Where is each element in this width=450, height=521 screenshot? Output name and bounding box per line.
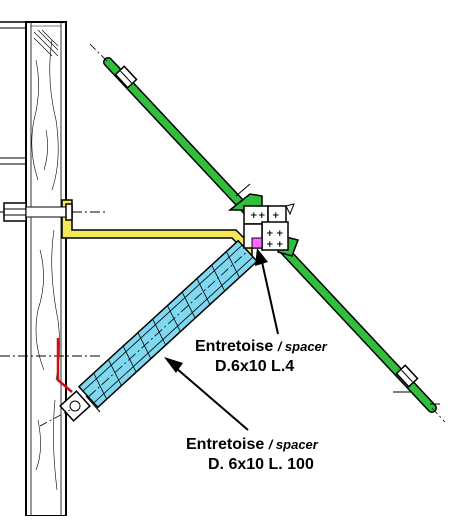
central-clamp: ++ + ++ ++ <box>227 183 299 257</box>
rod-end-nut-top <box>114 65 138 89</box>
leader-short-spacer <box>255 248 279 335</box>
spacer-long-name: Entretoise <box>186 436 265 453</box>
lower-fixing <box>0 338 101 427</box>
spacer-short-dimensions: D.6x10 L.4 <box>215 358 295 375</box>
blue-spacer-tube <box>77 239 259 409</box>
spacer-short-translation: / spacer <box>277 339 327 354</box>
svg-text:+: + <box>276 229 284 239</box>
svg-text:+: + <box>272 211 280 221</box>
svg-text:+: + <box>276 240 284 250</box>
top-bolt <box>0 202 105 222</box>
spacer-short-name: Entretoise <box>195 338 274 355</box>
svg-text:+: + <box>266 240 274 250</box>
spacer-long-label: Entretoise / spacer D. 6x10 L. 100 <box>186 437 318 473</box>
svg-text:+: + <box>258 211 266 221</box>
yellow-flat-bar <box>61 199 253 263</box>
spacer-long-translation: / spacer <box>268 437 318 452</box>
svg-text:+: + <box>250 211 258 221</box>
leader-long-spacer <box>164 357 249 431</box>
spacer-short-label: Entretoise / spacer D.6x10 L.4 <box>195 339 327 375</box>
spacer-long-dimensions: D. 6x10 L. 100 <box>208 456 314 473</box>
wooden-post <box>0 21 67 517</box>
svg-text:+: + <box>266 229 274 239</box>
rod-end-nut-bottom <box>393 364 440 405</box>
